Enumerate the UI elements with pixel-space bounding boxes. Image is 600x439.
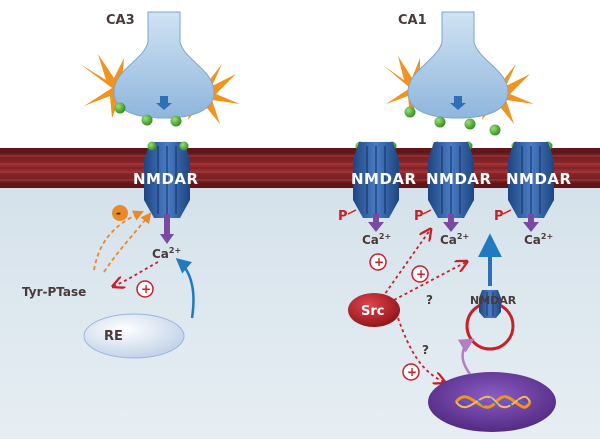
region-label-ca1: CA1 (398, 13, 427, 28)
positive-sign-icon (402, 363, 420, 381)
positive-sign-icon (136, 280, 154, 298)
nucleus (428, 372, 556, 432)
unknown-mark: ? (426, 293, 433, 307)
nucleus-to-vesicle-arrow (457, 338, 475, 375)
release-arrow-icon (156, 96, 172, 110)
src-regulation-arrows (381, 230, 466, 382)
unknown-mark: ? (422, 343, 429, 357)
calcium-label-ca3: Ca2+ (152, 246, 181, 261)
presynaptic-terminal (113, 11, 215, 119)
phospho-mark: P (494, 209, 504, 224)
tyr-ptase-inhibition-arrows (93, 210, 152, 273)
nmdar-label-ca1-2: NMDAR (426, 170, 492, 188)
internal-nmdar-label: NMDAR (470, 294, 517, 307)
src-kinase (348, 293, 400, 327)
nmdar-label-ca3: NMDAR (133, 170, 199, 188)
nmdar-receptor-ca1-2 (422, 142, 474, 232)
positive-sign: + (141, 282, 151, 296)
nmdar-receptor-ca1-1 (347, 142, 399, 232)
release-arrow-icon (450, 96, 466, 110)
phospho-mark: P (414, 209, 424, 224)
nmdar-receptor-ca3 (144, 141, 190, 244)
nmdar-label-ca1-3: NMDAR (506, 170, 572, 188)
endosome-label: RE (104, 329, 123, 344)
negative-regulation-icon (112, 205, 128, 221)
endosome-to-calcium-arrow (175, 258, 195, 319)
postsynaptic-membrane (0, 148, 600, 188)
positive-sign: + (374, 255, 384, 269)
positive-sign: + (416, 267, 426, 281)
negative-sign: - (116, 206, 121, 220)
src-label: Src (361, 304, 384, 319)
presynaptic-terminal (407, 11, 509, 119)
internal-nmdar-receptor (479, 290, 501, 318)
recycling-endosome (83, 313, 185, 359)
positive-sign: + (407, 365, 417, 379)
calcium-label-ca1-2: Ca2+ (440, 232, 469, 247)
positive-sign-icon (411, 265, 429, 283)
astrocyte-icon (80, 54, 146, 118)
phospho-mark: P (338, 209, 348, 224)
nmdar-receptor-ca1-3 (502, 142, 554, 232)
nmdar-label-ca1-1: NMDAR (351, 170, 417, 188)
dna-icon (454, 395, 532, 409)
calcium-label-ca1-1: Ca2+ (362, 232, 391, 247)
tyr-ptase-label: Tyr-PTase (22, 285, 86, 299)
positive-sign-icon (369, 253, 387, 271)
calcium-label-ca1-3: Ca2+ (524, 232, 553, 247)
region-label-ca3: CA3 (106, 13, 135, 28)
